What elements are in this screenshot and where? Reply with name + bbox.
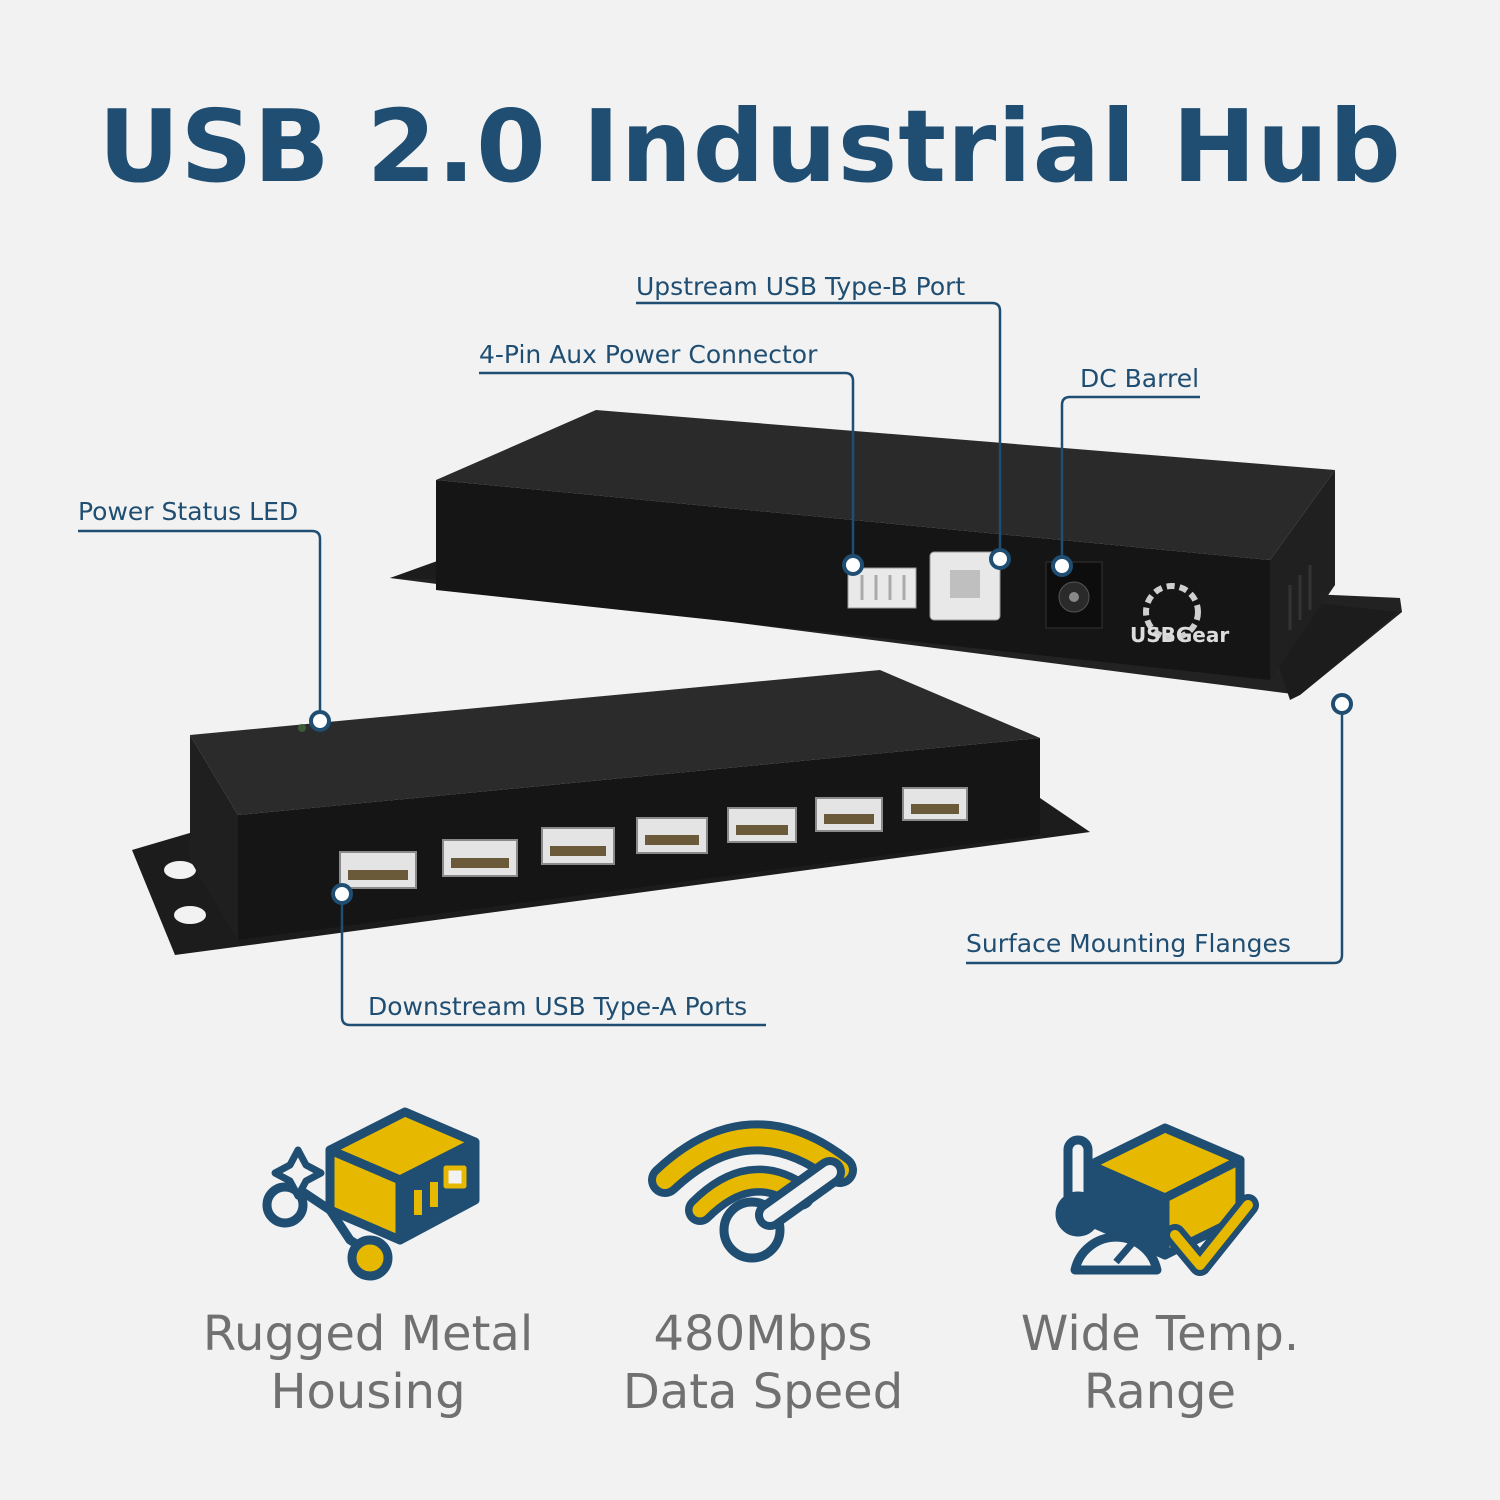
feature-data-speed: 480Mbps Data Speed	[553, 1305, 973, 1421]
callout-upstream-port: Upstream USB Type-B Port	[636, 272, 966, 301]
front-hub	[132, 670, 1090, 955]
callout-aux-power: 4-Pin Aux Power Connector	[479, 340, 818, 369]
feature-line: Data Speed	[622, 1364, 904, 1420]
feature-line: Wide Temp.	[1020, 1306, 1300, 1362]
callout-downstream-ports: Downstream USB Type-A Ports	[368, 992, 748, 1021]
rugged-housing-icon	[262, 1107, 480, 1281]
usbgear-logo: USBGear	[1130, 583, 1229, 647]
wifi-speed-icon	[648, 1120, 857, 1263]
power-led	[298, 724, 306, 732]
feature-line: Housing	[270, 1364, 466, 1420]
feature-line: Range	[1083, 1364, 1237, 1420]
back-hub: USBGear	[390, 410, 1402, 700]
feature-rugged-housing: Rugged Metal Housing	[158, 1305, 578, 1421]
brand-logo-text: USBGear	[1130, 623, 1229, 647]
callout-lines	[78, 301, 1344, 1027]
feature-temp-range: Wide Temp. Range	[950, 1305, 1370, 1421]
temperature-range-icon	[1055, 1123, 1259, 1276]
callout-power-led: Power Status LED	[78, 497, 299, 526]
feature-line: 480Mbps	[653, 1306, 873, 1362]
callout-dots	[309, 548, 1353, 905]
callout-dc-barrel: DC Barrel	[1080, 364, 1200, 393]
callout-flanges: Surface Mounting Flanges	[966, 929, 1291, 958]
usb-a-ports	[339, 787, 968, 889]
feature-line: Rugged Metal	[202, 1306, 534, 1362]
page-title: USB 2.0 Industrial Hub	[98, 88, 1402, 205]
